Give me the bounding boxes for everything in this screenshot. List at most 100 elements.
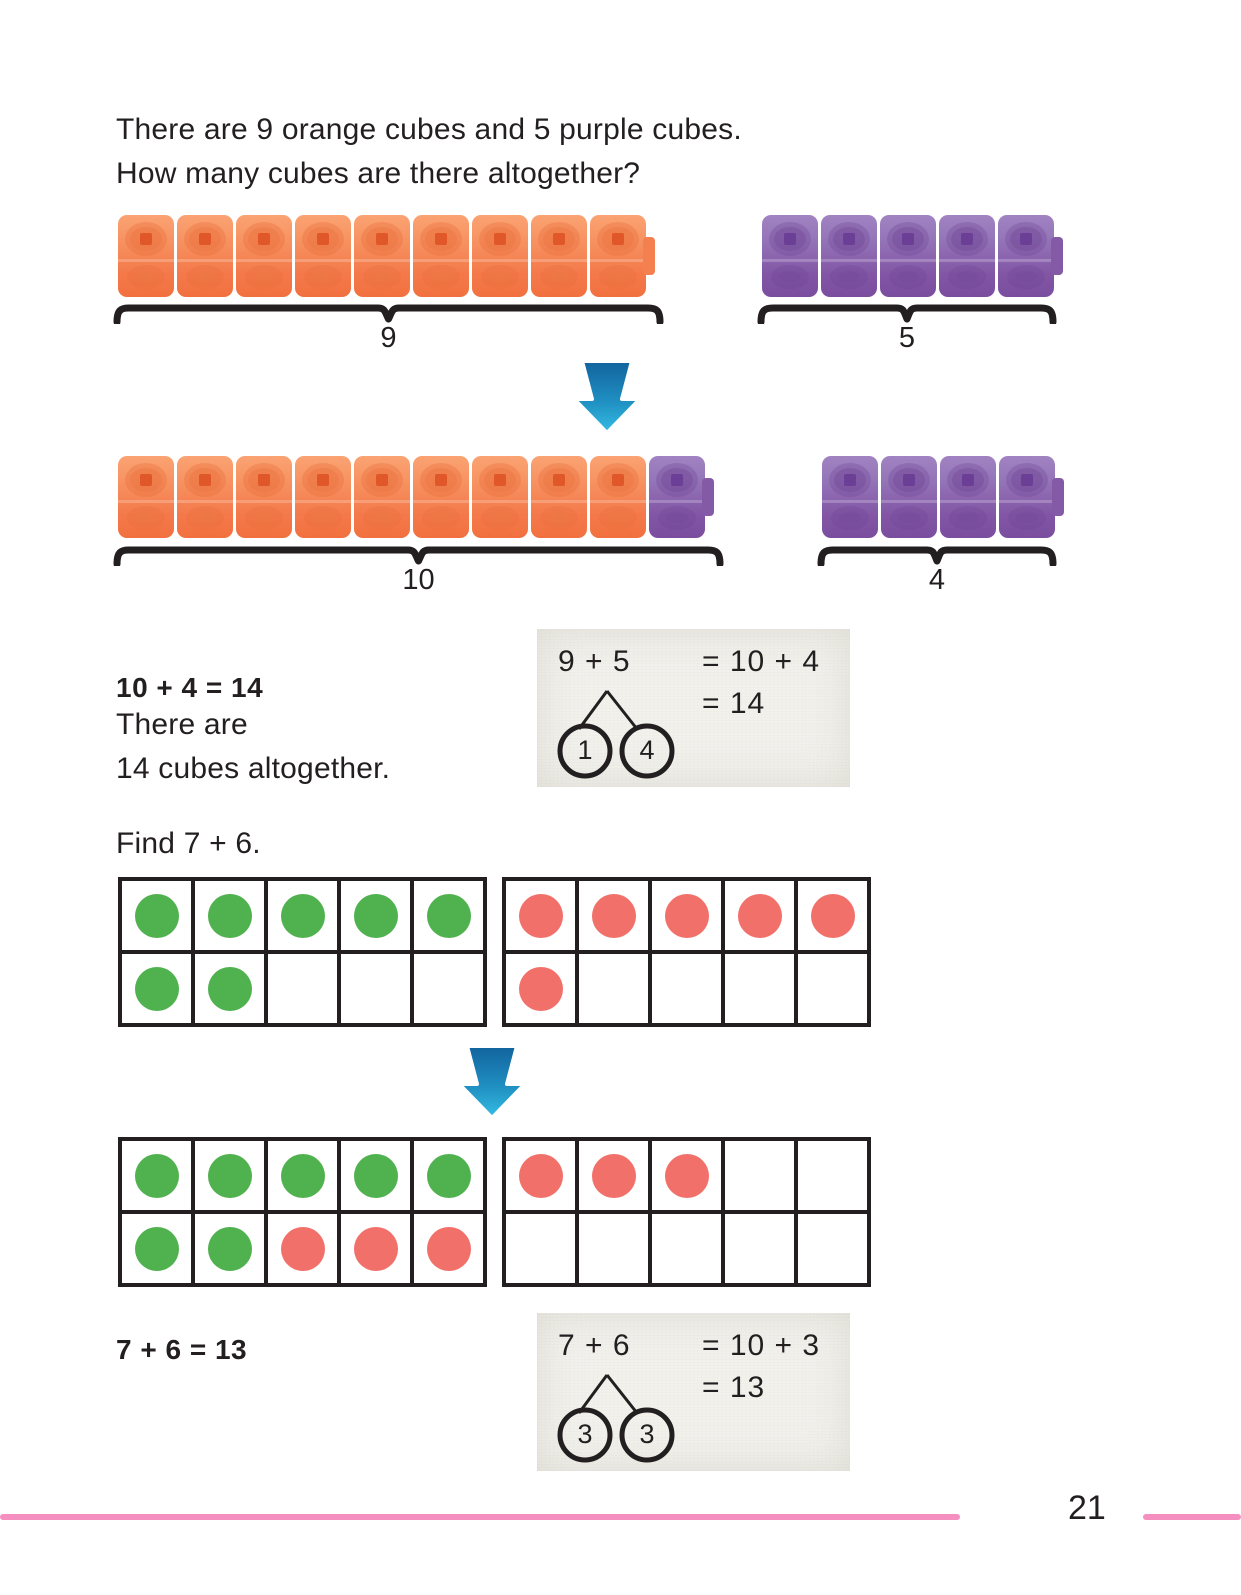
counter-dot-red [810,893,855,938]
cube-stud [140,233,152,245]
cube-row-four-purple [822,456,1064,538]
bond-part-left-1: 1 [577,735,593,765]
cube-connector-nub [643,237,655,275]
brace-nine: 9 [113,300,664,354]
cube-bottom-well-inner [607,271,629,282]
number-bond-panel-1: 9 + 5 = 10 + 4 = 14 1 4 [537,629,850,787]
cube-body [118,215,174,297]
cube-midline [821,259,877,262]
cube-body [531,456,587,538]
cube-midline [472,259,528,262]
cube-stud [671,474,683,486]
cube-row-ten-mixed [118,456,714,538]
ten-frame-cell [725,1214,794,1283]
cube-purple [940,456,998,538]
cube-bottom-well [599,506,637,530]
counter-dot-red [591,893,636,938]
ten-frame-empty-slot [519,1227,563,1271]
bond-expression-1: 9 + 5 [558,645,631,678]
cube-stud [376,233,388,245]
cube-orange [236,456,294,538]
cube-stud [317,474,329,486]
cube-bottom-well [127,506,165,530]
cube-orange [354,456,412,538]
cube-body [881,456,937,538]
cube-bottom-well-inner [430,271,452,282]
cube-midline [531,259,587,262]
ten-frame-cell [122,954,191,1023]
ten-frame-cell [579,1141,648,1210]
ten-frame-empty-slot [811,967,855,1011]
answer-sentence: There are 14 cubes altogether. [116,708,391,785]
counter-dot-green [280,1153,325,1198]
ten-frame-cell [579,1214,648,1283]
cube-midline [822,500,878,503]
ten-frame-red-six [502,877,871,1027]
ten-frame-empty-slot [811,1227,855,1271]
cube-bottom-well [540,265,578,289]
cube-stud [903,474,915,486]
ten-frame-cell [268,1214,337,1283]
brace-five: 5 [757,300,1057,354]
brace-label-four: 4 [928,564,946,596]
cube-bottom-well [304,265,342,289]
ten-frame-cell [122,1141,191,1210]
ten-frame-cell [341,1141,410,1210]
bond-part-left-2: 3 [577,1419,593,1449]
ten-frame-empty-slot [738,967,782,1011]
cube-body [354,456,410,538]
cube-body [177,215,233,297]
cube-midline [880,259,936,262]
cube-stud [376,474,388,486]
cube-stud [494,233,506,245]
ten-frame-cell [798,1141,867,1210]
counter-dot-red [518,1153,563,1198]
cube-midline [118,500,174,503]
ten-frame-cell [725,881,794,950]
counter-dot-green [426,893,471,938]
cube-bottom-well-inner [135,271,157,282]
bond-tree-2 [557,1374,675,1463]
cube-orange [295,456,353,538]
bond-rhs-line-2: = 14 [702,687,766,720]
ten-frame-cell [798,954,867,1023]
cube-orange [531,215,589,297]
cube-stud [1021,474,1033,486]
ten-frame-cell [414,881,483,950]
footer-rule-right [1143,1514,1241,1520]
brace-label-nine: 9 [380,322,397,354]
cube-stud [317,233,329,245]
ten-frame-cell [652,1141,721,1210]
cube-bottom-well-inner [666,512,688,523]
ten-frame-cell [506,1141,575,1210]
cube-bottom-well-inner [194,512,216,523]
counter-dot-green [426,1153,471,1198]
find-result-equation: 7 + 6 = 13 [116,1334,248,1365]
cube-body [939,215,995,297]
cube-stud [902,233,914,245]
cube-orange [472,215,530,297]
cube-bottom-well [127,265,165,289]
ten-frame-red-three [502,1137,871,1287]
counter-dot-red [591,1153,636,1198]
cube-stud [1020,233,1032,245]
cube-bottom-well-inner [897,271,919,282]
cube-purple [649,456,714,538]
cube-midline [940,500,996,503]
cube-orange [295,215,353,297]
cube-bottom-well [363,265,401,289]
brace-four: 4 [817,542,1057,596]
cube-purple [821,215,879,297]
panel-texture [537,629,850,787]
ten-frame-cell [652,954,721,1023]
ten-frame-cell [122,1214,191,1283]
bond-rhs-line-2: = 13 [702,1371,766,1404]
cube-bottom-well-inner [194,271,216,282]
ten-frame-cell [506,1214,575,1283]
cube-bottom-well [422,265,460,289]
cube-bottom-well [186,506,224,530]
brace-label-five: 5 [898,322,916,354]
cube-midline [762,259,818,262]
cube-stud [961,233,973,245]
cube-bottom-well [1008,506,1046,530]
